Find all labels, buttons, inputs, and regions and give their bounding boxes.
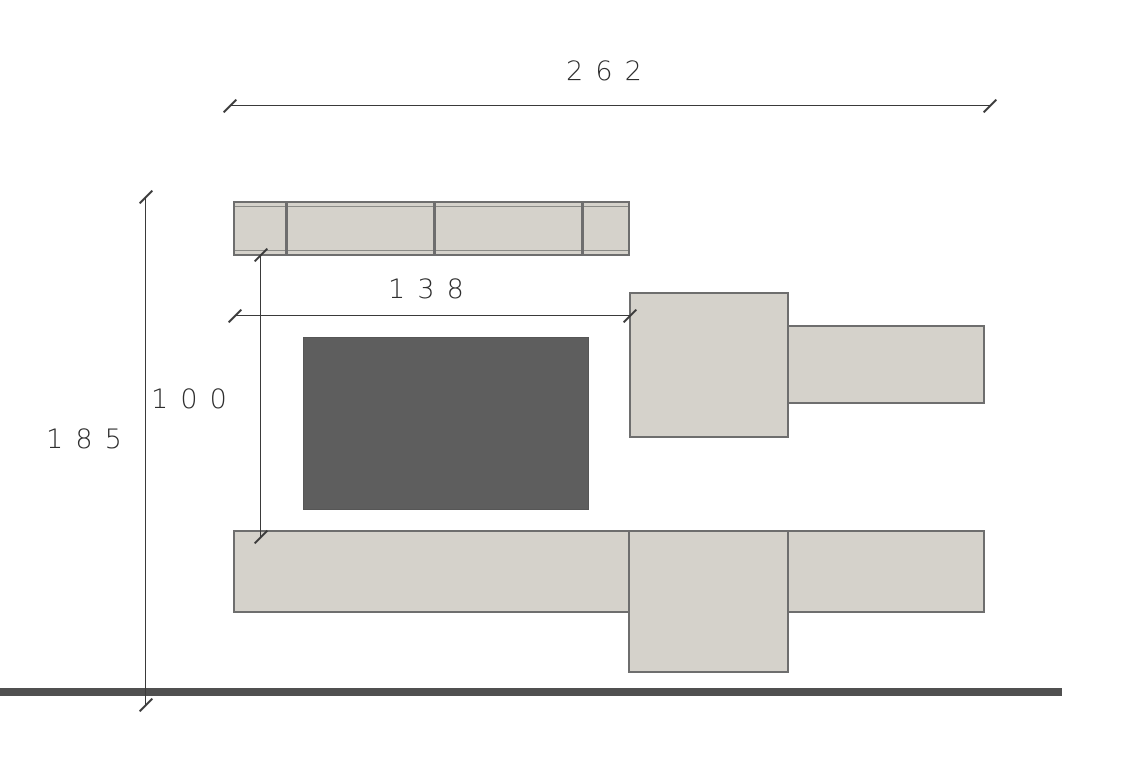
floor-line [0,688,1062,696]
dim-line-inner-width [227,308,638,324]
dim-tick-icon [222,98,238,114]
shelf-divider [433,203,436,254]
tv-panel [303,337,589,510]
lower-right-bench [787,530,985,613]
dim-line-overall-height [138,189,154,713]
upper-right-shelf [787,325,985,404]
dim-line-inner-height [253,247,269,545]
shelf-divider [285,203,288,254]
dim-label-inner-width: 138 [388,274,476,305]
shelf-divider [581,203,584,254]
dim-tick-icon [227,308,243,324]
dim-tick-icon [982,98,998,114]
dim-label-overall-height: 185 [46,424,134,455]
upper-cabinet [629,292,789,438]
dim-line-overall-width [222,98,998,114]
shelf-rail [235,206,628,207]
top-shelf-unit [233,201,630,256]
dim-label-overall-width: 262 [566,56,654,87]
lower-left-bench [233,530,630,613]
dim-tick-icon [138,189,154,205]
shelf-rail [235,250,628,251]
dim-tick-icon [138,697,154,713]
lower-middle-cabinet [628,530,789,673]
dim-label-inner-height: 100 [151,384,239,415]
